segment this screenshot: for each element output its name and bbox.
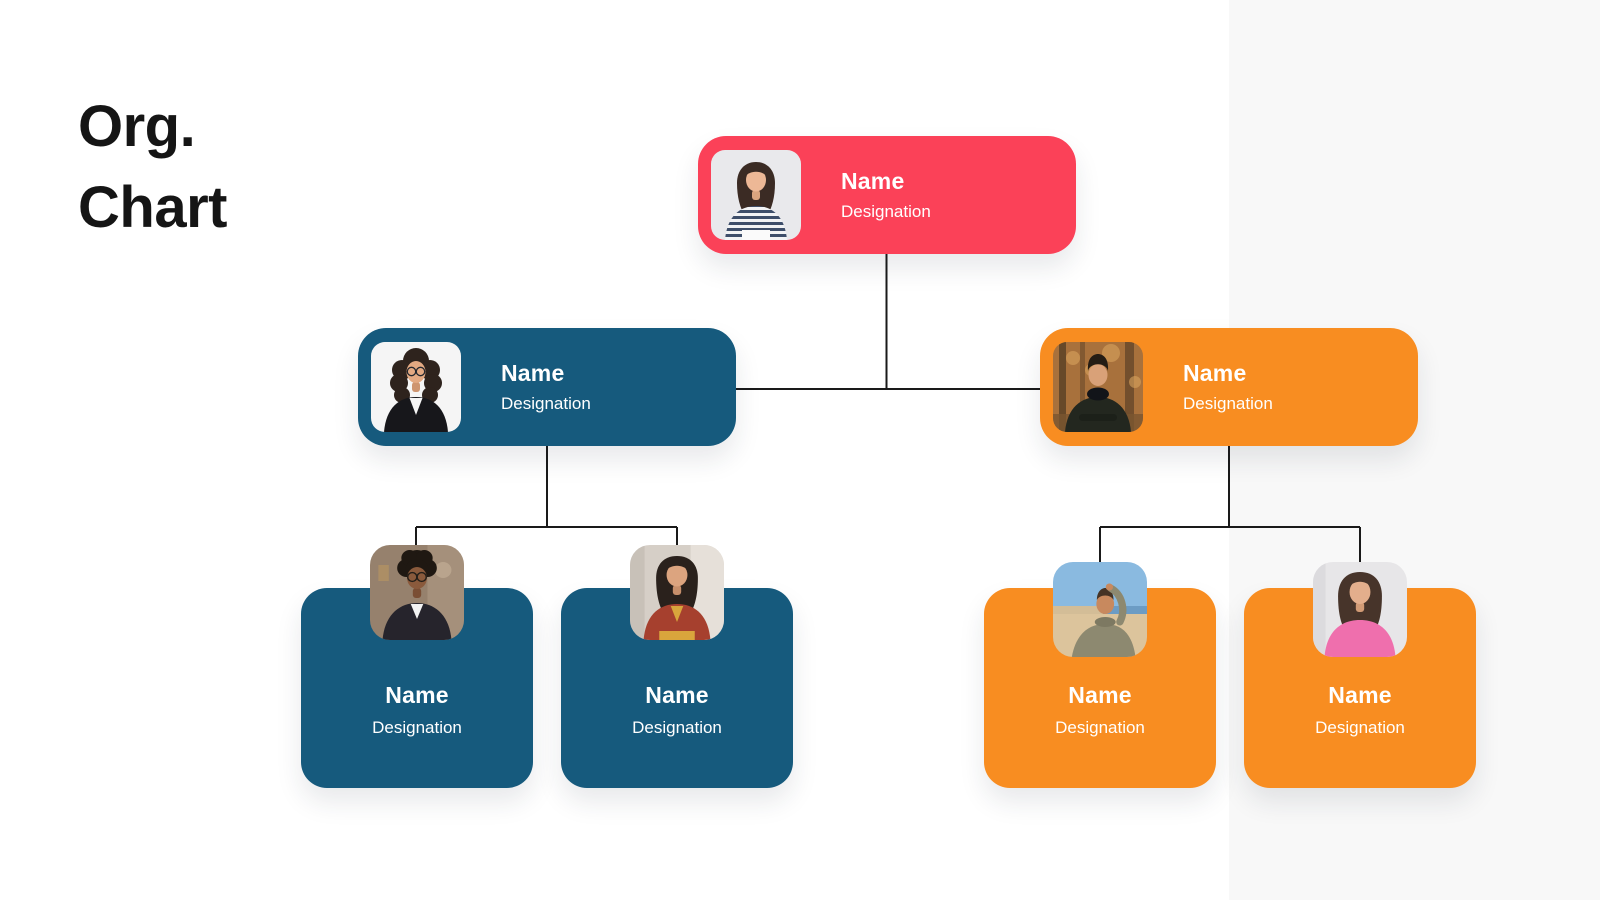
photo-root [711,150,801,240]
photo-manager-left [371,342,461,432]
person-designation: Designation [501,394,591,413]
person-name: Name [1068,682,1132,708]
page-title-line1: Org. [78,94,196,159]
person-designation: Designation [841,202,931,221]
page-title-line2: Chart [78,175,227,241]
photo-employee-4 [1313,562,1407,657]
page-title: Org. Chart [78,86,227,248]
person-name: Name [501,360,565,386]
person-name: Name [1183,360,1247,386]
org-card-employee-1: Name Designation [301,545,533,788]
avatar-man-scarf-forest [1053,342,1143,432]
photo-employee-2 [630,545,724,640]
person-designation: Designation [1055,718,1145,737]
org-card-manager-right: Name Designation [1040,328,1418,446]
photo-employee-1 [370,545,464,640]
org-card-manager-left: Name Designation [358,328,736,446]
person-name: Name [841,168,905,194]
avatar-woman-striped-top [711,150,801,240]
person-designation: Designation [1183,394,1273,413]
person-name: Name [1328,682,1392,708]
person-name: Name [385,682,449,708]
avatar-woman-curly-blazer [371,342,461,432]
org-card-employee-2: Name Designation [561,545,793,788]
org-card-root: Name Designation [698,136,1076,254]
org-card-employee-3: Name Designation [984,562,1216,788]
avatar-man-beach [1053,562,1147,657]
person-designation: Designation [1315,718,1405,737]
person-name: Name [645,682,709,708]
avatar-man-afro-glasses [370,545,464,640]
org-card-employee-4: Name Designation [1244,562,1476,788]
avatar-woman-red-cardigan [630,545,724,640]
photo-employee-3 [1053,562,1147,657]
person-designation: Designation [632,718,722,737]
photo-manager-right [1053,342,1143,432]
avatar-woman-pink-sweater [1313,562,1407,657]
connector-branch-left [415,446,678,547]
person-designation: Designation [372,718,462,737]
